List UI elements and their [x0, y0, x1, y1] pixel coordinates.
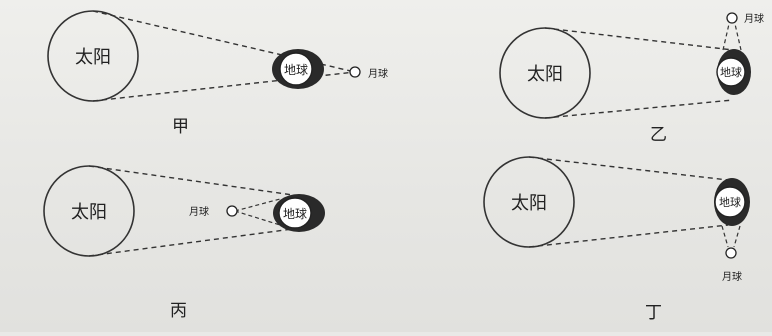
earth-ding	[714, 186, 746, 218]
earth-label-bing: 地球	[283, 207, 307, 221]
moon-yi	[726, 12, 738, 24]
caption-bing: 丙	[170, 301, 187, 321]
earth-label-ding: 地球	[719, 195, 741, 209]
panel-bing: 太阳 月球 地球 丙	[43, 165, 325, 321]
moon-ding	[725, 247, 737, 259]
moon-ray-right-ding	[733, 225, 741, 248]
sun-label-bing: 太阳	[71, 202, 107, 223]
earth-label-jia: 地球	[284, 63, 308, 77]
earth-label-yi: 地球	[720, 65, 742, 79]
moon-ray-right-yi	[734, 23, 742, 51]
caption-ding: 丁	[645, 303, 662, 323]
panel-yi: 太阳 地球 月球 乙	[499, 12, 764, 145]
moon-label-ding: 月球	[722, 270, 742, 283]
ray-top-ding	[528, 156, 729, 181]
ray-bottom-yi	[544, 99, 734, 119]
ray-top-bing	[88, 165, 301, 197]
moon-ray-left-yi	[722, 23, 730, 51]
sun-label-jia: 太阳	[75, 47, 111, 68]
sun-label-yi: 太阳	[527, 64, 563, 85]
moon-label-bing: 月球	[189, 205, 209, 218]
ray-bottom-ding	[528, 224, 729, 248]
earth-jia	[279, 52, 313, 86]
moon-bing	[226, 205, 238, 217]
panel-jia: 太阳 地球 月球 甲	[47, 10, 388, 137]
moon-ray-bottom-bing	[234, 210, 281, 226]
earth-yi	[716, 57, 746, 87]
moon-ray-left-ding	[721, 225, 729, 248]
earth-bing	[278, 197, 312, 229]
moon-label-jia: 月球	[368, 67, 388, 80]
caption-yi: 乙	[650, 125, 667, 145]
moon-label-yi: 月球	[744, 12, 764, 25]
moon-jia	[349, 66, 361, 78]
sun-label-ding: 太阳	[511, 193, 547, 214]
ray-top-yi	[544, 27, 734, 51]
moon-ray-top-bing	[234, 198, 281, 212]
caption-jia: 甲	[172, 117, 189, 137]
panel-ding: 太阳 地球 月球 丁	[483, 156, 750, 323]
